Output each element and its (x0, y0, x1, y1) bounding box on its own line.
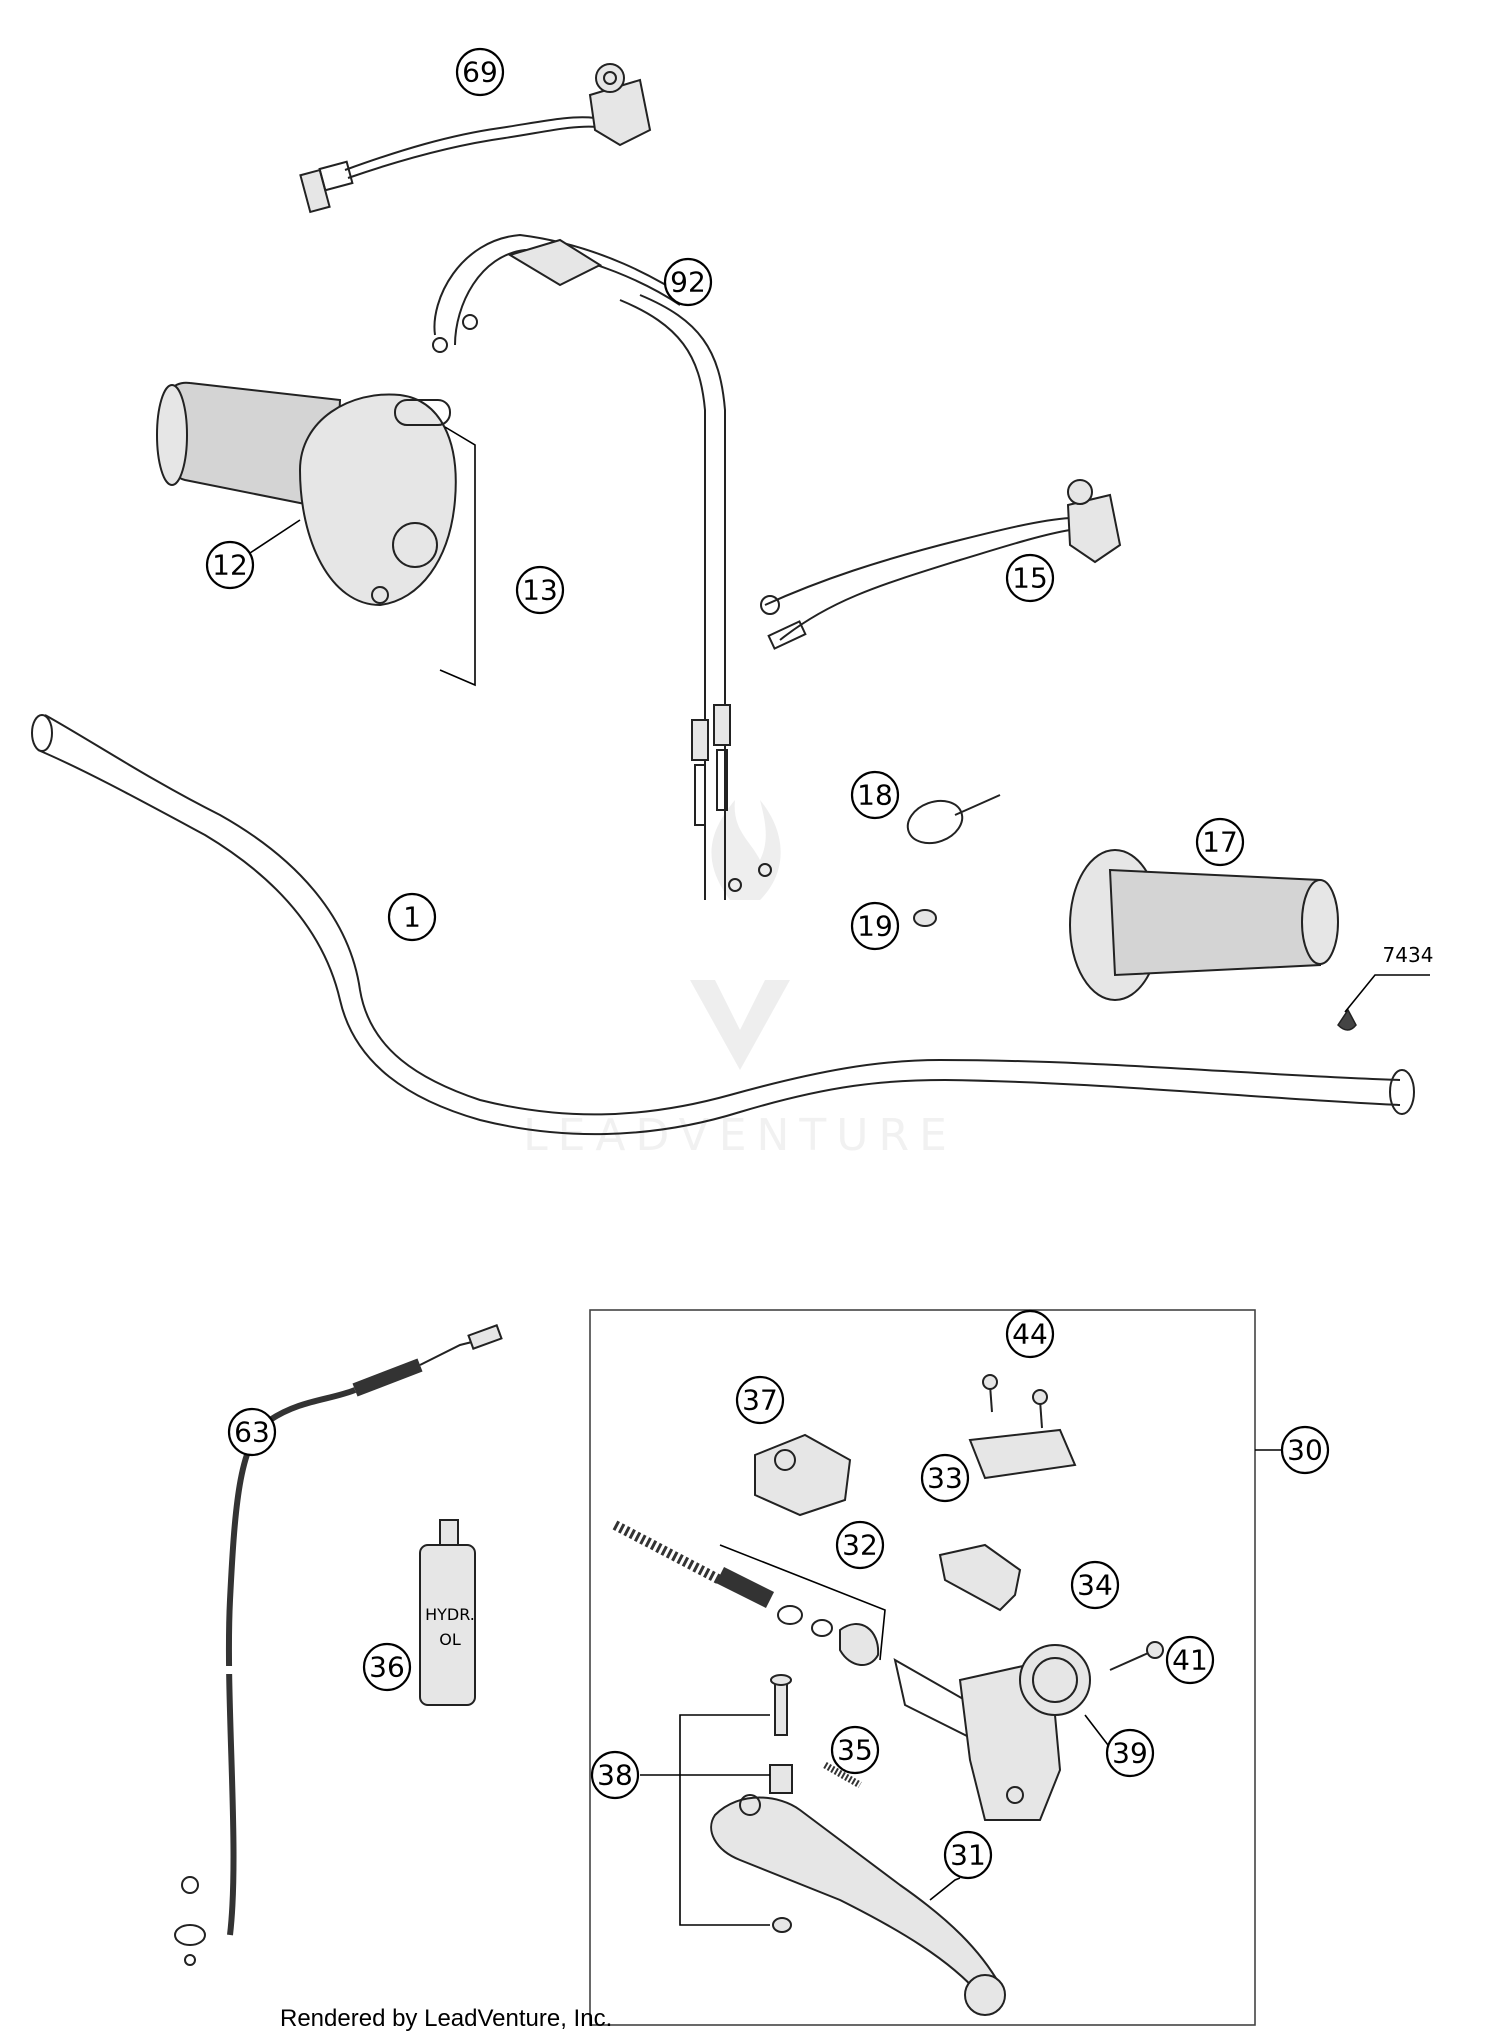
part-38-pivot-assembly (640, 1674, 793, 1933)
svg-text:39: 39 (1112, 1737, 1148, 1770)
svg-text:13: 13 (522, 574, 558, 607)
callout-44: 44 (1005, 1309, 1055, 1359)
svg-text:18: 18 (857, 779, 893, 812)
svg-text:69: 69 (462, 56, 498, 89)
bottle-label-1: HYDR. (425, 1605, 475, 1624)
part-44-screws (982, 1374, 1048, 1429)
part-13-bracket (439, 426, 476, 687)
svg-text:17: 17 (1202, 826, 1238, 859)
svg-text:36: 36 (369, 1651, 405, 1684)
callout-15: 15 (1005, 553, 1055, 603)
callout-34: 34 (1070, 1560, 1120, 1610)
footer-credit: Rendered by LeadVenture, Inc. (280, 2005, 613, 2032)
callout-19: 19 (850, 901, 900, 951)
label-7434: 7434 (1383, 943, 1434, 967)
svg-text:35: 35 (837, 1734, 873, 1767)
callout-30: 30 (1280, 1425, 1330, 1475)
part-37-clamp (754, 1433, 852, 1517)
callout-69: 69 (455, 47, 505, 97)
part-36-hydraulic-oil: HYDR. OL (419, 1519, 476, 1706)
svg-text:1: 1 (403, 901, 421, 934)
callout-36: 36 (362, 1642, 412, 1692)
watermark-logo: LEADVENTURE (523, 800, 957, 1161)
svg-text:34: 34 (1077, 1569, 1113, 1602)
part-12-throttle-grip (156, 381, 457, 607)
part-30-master-cylinder-frame (589, 1309, 1282, 2026)
callout-17: 17 (1195, 817, 1245, 867)
part-15-switch (760, 479, 1122, 650)
callout-18: 18 (850, 770, 900, 820)
callout-35: 35 (830, 1725, 880, 1775)
svg-text:44: 44 (1012, 1318, 1048, 1351)
callout-13: 13 (515, 565, 565, 615)
watermark-text: LEADVENTURE (523, 1110, 957, 1161)
part-18-cable-tie (906, 794, 1001, 845)
svg-text:15: 15 (1012, 562, 1048, 595)
callouts: 69 92 12 13 15 18 17 1 19 44 37 30 33 63… (205, 47, 1330, 1880)
callout-63: 63 (227, 1407, 277, 1457)
part-33-cover (968, 1428, 1077, 1480)
callout-39: 39 (1084, 1714, 1155, 1778)
callout-38: 38 (590, 1750, 640, 1800)
part-35-spring (823, 1761, 862, 1789)
svg-text:37: 37 (742, 1384, 778, 1417)
svg-text:33: 33 (927, 1462, 963, 1495)
callout-33: 33 (920, 1453, 970, 1503)
part-39-master-cylinder (893, 1641, 1164, 1821)
callout-12: 12 (205, 519, 301, 590)
callout-41: 41 (1165, 1635, 1215, 1685)
svg-text:31: 31 (950, 1839, 986, 1872)
svg-text:30: 30 (1287, 1434, 1323, 1467)
part-31-brake-lever (710, 1794, 1006, 2016)
callout-32: 32 (835, 1520, 885, 1570)
part-32-piston-kit (612, 1520, 886, 1666)
svg-text:41: 41 (1172, 1644, 1208, 1677)
callout-37: 37 (735, 1375, 785, 1425)
part-17-left-grip (1069, 849, 1339, 1001)
svg-text:92: 92 (670, 266, 706, 299)
part-69-kill-switch (299, 63, 652, 214)
bottle-label-2: OL (439, 1630, 461, 1649)
part-63-hydraulic-hose (174, 1324, 503, 1966)
part-19-nut (913, 909, 937, 927)
svg-text:12: 12 (212, 549, 248, 582)
svg-text:63: 63 (234, 1416, 270, 1449)
callout-31: 31 (943, 1830, 993, 1880)
part-34-bracket (938, 1543, 1022, 1612)
svg-text:19: 19 (857, 910, 893, 943)
svg-text:32: 32 (842, 1529, 878, 1562)
part-7434-bar-end-plug: 7434 (1337, 943, 1434, 1031)
part-92-throttle-cables (432, 233, 772, 900)
callout-92: 92 (663, 257, 713, 307)
part-1-handlebar (31, 714, 1415, 1136)
svg-text:38: 38 (597, 1759, 633, 1792)
callout-1: 1 (387, 892, 437, 942)
